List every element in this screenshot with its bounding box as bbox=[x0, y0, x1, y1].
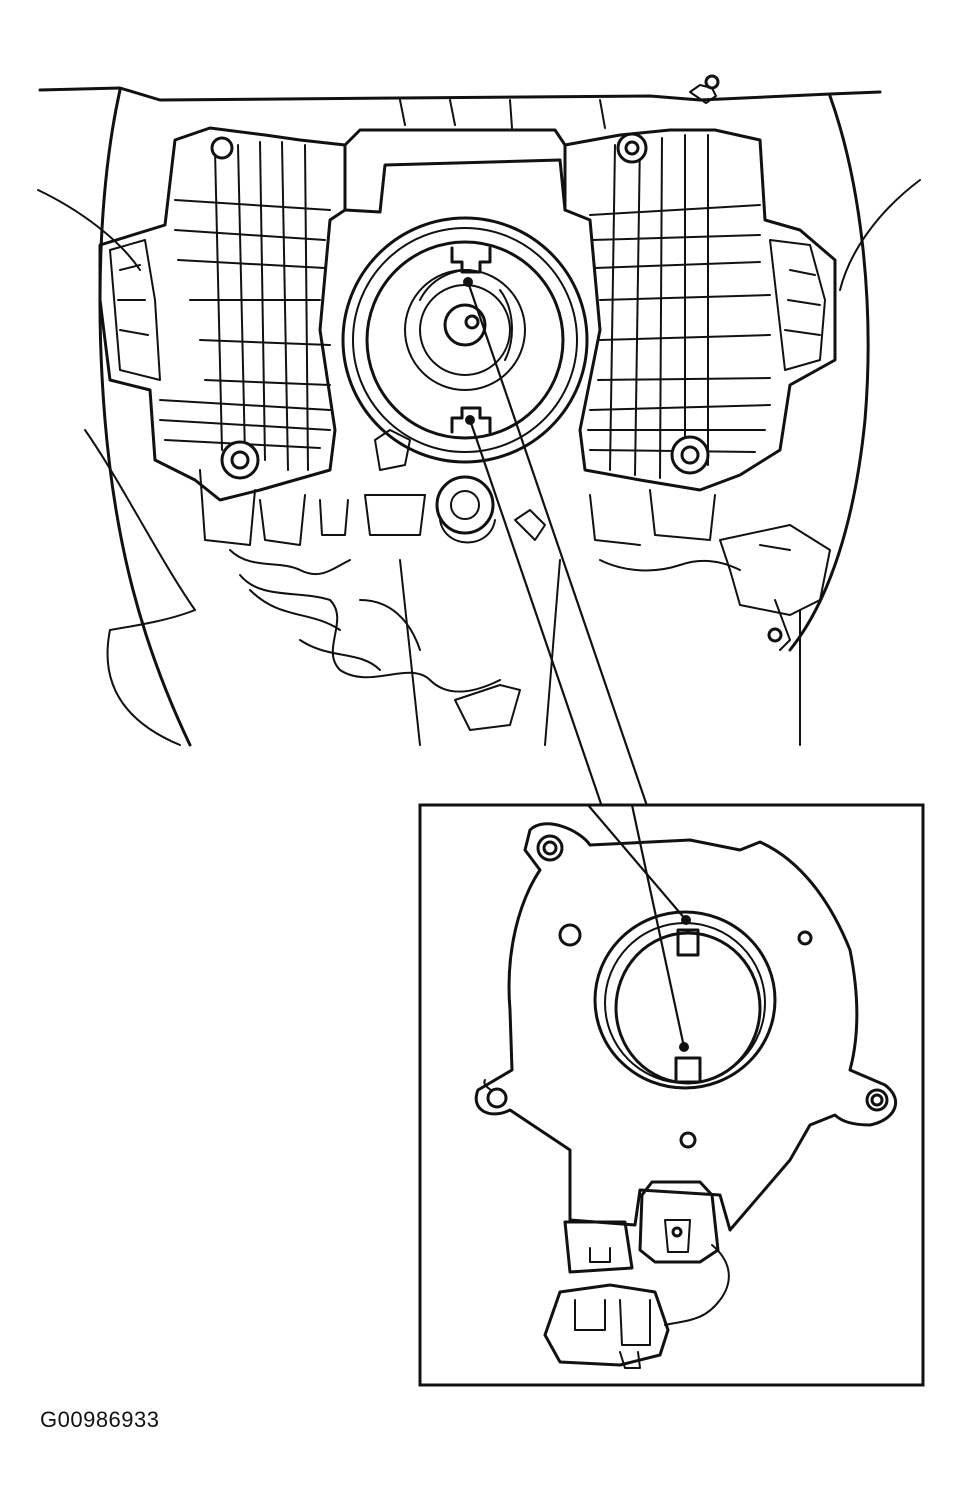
steering-shaft-center bbox=[443, 303, 487, 347]
inset-left-hole bbox=[558, 923, 582, 947]
inset-upper-tab bbox=[676, 928, 700, 957]
right-panel-curve bbox=[839, 179, 921, 291]
left-lower-trim bbox=[84, 429, 196, 746]
shroud-right-outline bbox=[788, 94, 870, 652]
dashboard-top-edge bbox=[38, 86, 882, 102]
steering-column-view bbox=[37, 74, 921, 1048]
upper-center-cover bbox=[343, 128, 567, 214]
figure-id-label: G00986933 bbox=[40, 1407, 160, 1432]
shroud-left-outline bbox=[98, 88, 192, 747]
inset-right-hole bbox=[797, 930, 813, 946]
detail-inset bbox=[418, 803, 925, 1387]
right-switch-housing bbox=[210, 128, 837, 651]
left-upper-hole bbox=[210, 136, 234, 160]
inset-connectors bbox=[543, 1180, 730, 1369]
inset-lower-tab bbox=[674, 1056, 702, 1084]
clock-spring-assembly bbox=[341, 216, 589, 544]
inset-cable-ring-outer bbox=[593, 910, 777, 1090]
left-switch-housing bbox=[98, 126, 351, 576]
upper-alignment-notch bbox=[450, 246, 492, 274]
inset-center-hole bbox=[679, 1131, 697, 1149]
lower-alignment-notch bbox=[450, 406, 492, 434]
wiring-harness bbox=[239, 509, 546, 731]
center-column-tube bbox=[399, 559, 561, 746]
clock-spring-outer-ring bbox=[341, 216, 589, 464]
left-panel-curve bbox=[37, 189, 141, 271]
trim-screw bbox=[689, 84, 717, 104]
spiral-cable-body bbox=[474, 822, 898, 1232]
lower-center-boss bbox=[435, 475, 495, 535]
inset-left-ear-hole bbox=[486, 1087, 508, 1109]
